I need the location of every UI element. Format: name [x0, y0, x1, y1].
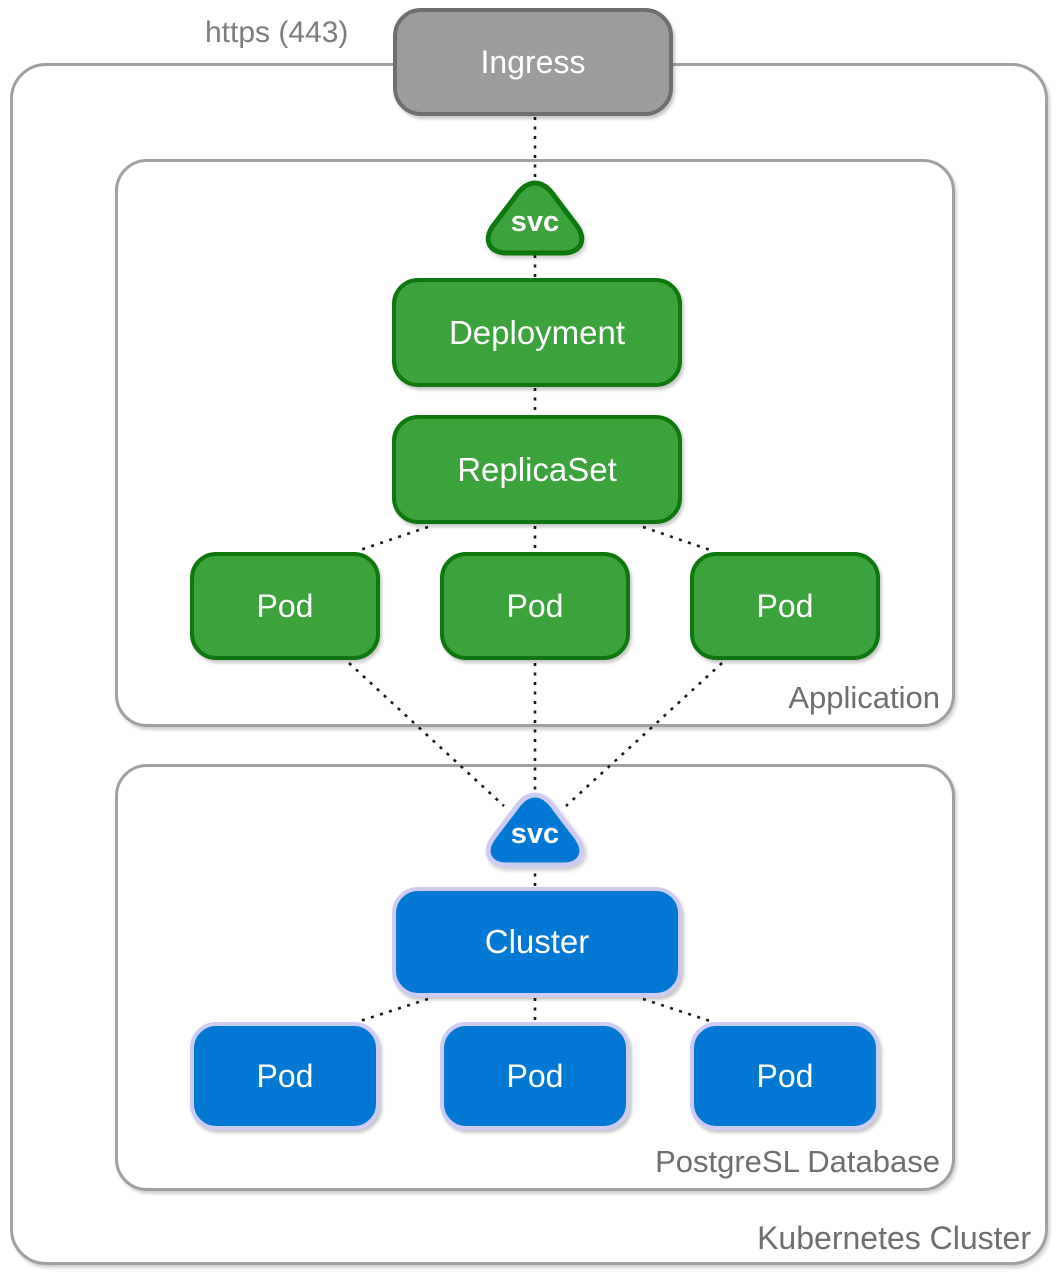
deployment-node: Deployment: [392, 278, 682, 387]
kubernetes-cluster-label: Kubernetes Cluster: [757, 1220, 1031, 1256]
deployment-node-label: Deployment: [448, 313, 626, 351]
pod-label: Pod: [756, 587, 814, 624]
database-service-node: svc: [475, 792, 595, 868]
application-label: Application: [788, 680, 940, 715]
database-pod-2: Pod: [440, 1022, 630, 1130]
postgres-cluster-node: Cluster: [392, 887, 682, 997]
application-pod-3: Pod: [690, 552, 880, 660]
ingress-node: Ingress: [393, 8, 673, 116]
database-pod-3: Pod: [690, 1022, 880, 1130]
application-pod-1: Pod: [190, 552, 380, 660]
postgres-cluster-label: Cluster: [484, 923, 590, 960]
application-service-label: svc: [510, 206, 560, 238]
replicaset-node: ReplicaSet: [392, 415, 682, 524]
application-pod-2: Pod: [440, 552, 630, 660]
pod-label: Pod: [506, 587, 564, 624]
pod-label: Pod: [256, 1057, 314, 1094]
replicaset-node-label: ReplicaSet: [457, 450, 617, 488]
database-label: PostgreSL Database: [655, 1144, 940, 1179]
application-service-node: svc: [475, 180, 595, 256]
ingress-node-label: Ingress: [480, 43, 586, 80]
service-shape-icon: [485, 180, 585, 256]
database-service-label: svc: [510, 818, 560, 850]
https-port-label: https (443): [205, 16, 349, 49]
pod-label: Pod: [256, 587, 314, 624]
pod-label: Pod: [756, 1057, 814, 1094]
pod-label: Pod: [506, 1057, 564, 1094]
database-pod-1: Pod: [190, 1022, 380, 1130]
